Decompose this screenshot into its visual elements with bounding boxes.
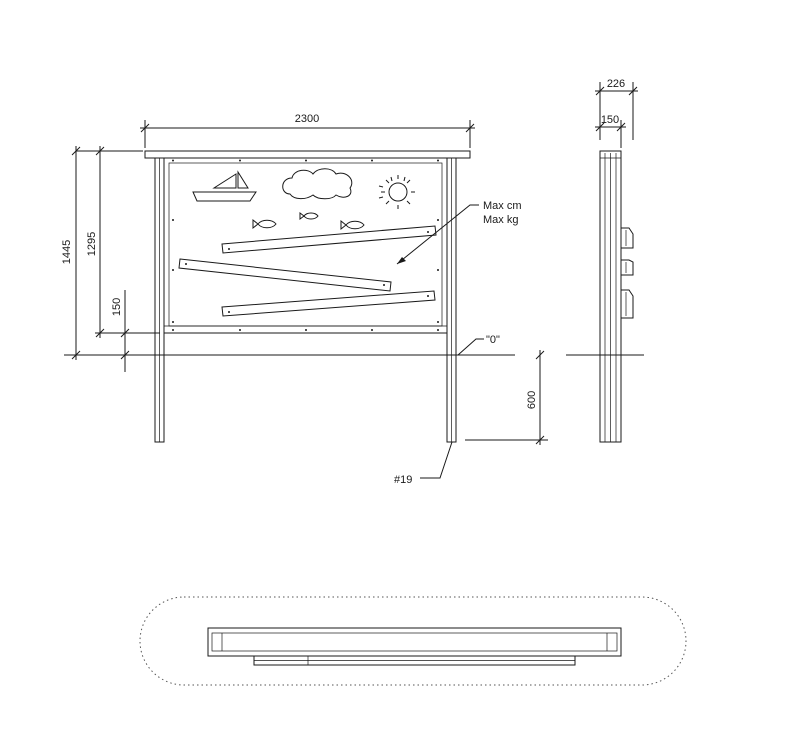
- dim-total-height: [71, 146, 143, 360]
- lower-plank: [221, 290, 436, 317]
- part-number-label: #19: [394, 474, 412, 486]
- safety-zone-outline: [139, 596, 687, 686]
- ground-zero-label: "0": [486, 334, 500, 346]
- dim-1295-label: 1295: [86, 232, 98, 256]
- board-frame: [163, 157, 448, 334]
- frame-screws: [172, 159, 439, 331]
- max-cm-label: Max cm: [483, 200, 522, 212]
- plan-board: [207, 627, 622, 657]
- dim-bottom-clearance: [120, 290, 130, 372]
- sun-icon: [378, 175, 415, 209]
- measuring-planks: [178, 225, 437, 317]
- dim-embed-depth: [465, 350, 548, 445]
- cloud-icon: [282, 168, 353, 200]
- dim-2300-label: 2300: [295, 113, 319, 125]
- sailboat-icon: [192, 170, 257, 202]
- part-leader: [420, 441, 453, 479]
- max-kg-label: Max kg: [483, 214, 518, 226]
- dim-overall-width: [140, 120, 475, 148]
- dim-600-label: 600: [526, 391, 538, 409]
- board-panel: [168, 162, 443, 327]
- side-elevation: [599, 150, 634, 443]
- upper-plank: [221, 225, 437, 254]
- label-leader: [396, 204, 479, 265]
- dim-150-label: 150: [111, 298, 123, 316]
- dim-side-150-label: 150: [601, 114, 619, 126]
- zero-leader: [457, 338, 484, 356]
- plan-view: [139, 596, 687, 686]
- dim-1445-label: 1445: [61, 240, 73, 264]
- dim-226-label: 226: [607, 78, 625, 90]
- board-top-cap: [144, 150, 471, 159]
- dim-board-height: [95, 146, 160, 338]
- dim-side-post: [595, 120, 626, 148]
- dim-side-depth: [595, 82, 638, 140]
- fish-icons: [252, 212, 365, 231]
- front-elevation: [144, 150, 479, 443]
- middle-plank: [178, 258, 392, 292]
